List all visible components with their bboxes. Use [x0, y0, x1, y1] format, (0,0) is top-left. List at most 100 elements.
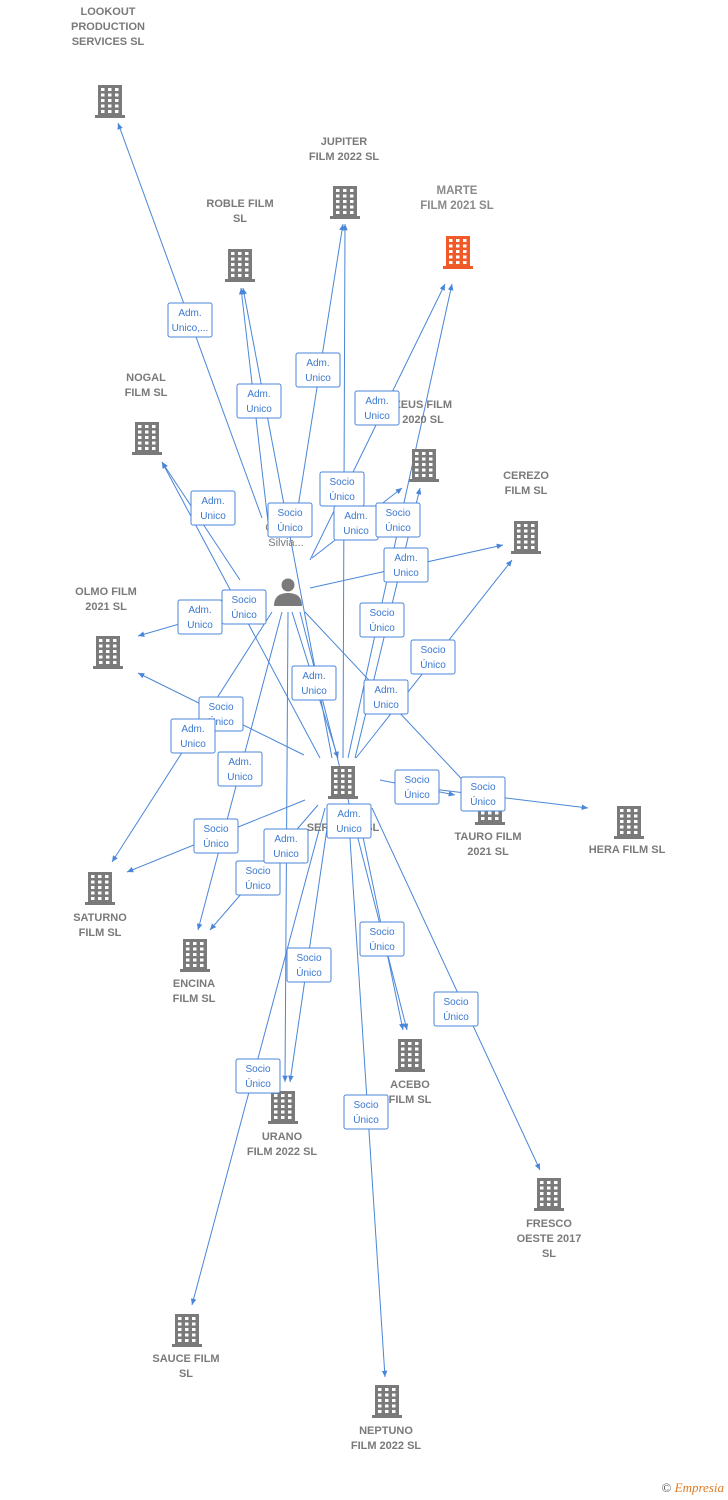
- edge-label-text: Unico: [343, 526, 369, 537]
- edge-label-text: Unico,...: [172, 323, 209, 334]
- edge-label-guzman-to-saturno[interactable]: Adm.Unico: [170, 718, 216, 754]
- company-node-jupiter-icon[interactable]: [330, 186, 360, 219]
- node-label-line: SERVICES SL: [72, 36, 145, 48]
- node-label-line: URANO: [262, 1131, 303, 1143]
- company-node-hub-icon[interactable]: [328, 766, 358, 799]
- company-node-fresco-icon[interactable]: [534, 1178, 564, 1211]
- edge-label-guzman-to-acebo[interactable]: Adm.Unico: [326, 803, 372, 839]
- edge-label-guzman-to-zeus[interactable]: Adm. Unico: [333, 505, 379, 541]
- edge-label-text: Único: [369, 621, 395, 634]
- company-node-zeus-icon[interactable]: [409, 449, 439, 482]
- brand-logo: Empresia: [674, 1480, 724, 1495]
- edge-label-text: Único: [245, 1077, 271, 1090]
- node-label-line: Silvia...: [268, 537, 303, 549]
- company-node-roble-icon[interactable]: [225, 249, 255, 282]
- edge-label-text: Unico: [301, 686, 327, 697]
- edge-label-guzman-to-tauro[interactable]: Adm.Unico: [363, 679, 409, 715]
- company-node-neptuno-icon[interactable]: [372, 1385, 402, 1418]
- company-node-nogal-icon[interactable]: [132, 422, 162, 455]
- edge-label-guzman-to-cerezo[interactable]: Adm.Unico: [383, 547, 429, 583]
- company-node-lookout-icon[interactable]: [95, 85, 125, 118]
- edge-label-guzman-to-jupiter[interactable]: Adm.Unico: [295, 352, 341, 388]
- edge-label-text: Socio: [353, 1100, 378, 1111]
- edge-label-text: Socio: [404, 775, 429, 786]
- edge-label-text: Socio: [329, 477, 354, 488]
- edge-label-text: Unico: [200, 511, 226, 522]
- footer-credit: © Empresia: [662, 1480, 725, 1496]
- edge-hub-to-sauce: [190, 807, 326, 1306]
- edge-label-text: Socio: [420, 645, 445, 656]
- company-node-urano-icon[interactable]: [268, 1091, 298, 1124]
- edge-label-guzman-to-lookout[interactable]: Adm.Unico,...: [167, 302, 213, 338]
- company-node-olmo-icon[interactable]: [93, 636, 123, 669]
- company-node-cerezo-icon[interactable]: [511, 521, 541, 554]
- edge-label-guzman-to-encina[interactable]: Adm.Unico: [217, 751, 263, 787]
- node-label-line: ENCINA: [173, 978, 215, 990]
- company-node-hera-icon[interactable]: [614, 806, 644, 839]
- node-label-line: FILM 2022 SL: [309, 151, 380, 163]
- edge-label-text: Adm.: [306, 358, 329, 369]
- node-label-line: TAURO FILM: [454, 831, 521, 843]
- edge-label-text: Adm.: [344, 511, 367, 522]
- edge-label-text: Socio: [369, 608, 394, 619]
- edge-label-text: Socio: [203, 824, 228, 835]
- edge-hub-to-acebo: [356, 807, 405, 1031]
- node-label-line: ROBLE FILM: [206, 198, 273, 210]
- node-label-line: ACEBO: [390, 1079, 430, 1091]
- node-label-line: PRODUCTION: [71, 21, 145, 33]
- node-label-line: FILM SL: [125, 387, 168, 399]
- edge-label-text: Único: [470, 795, 496, 808]
- edge-label-text: Socio: [208, 702, 233, 713]
- edge-label-text: Único: [296, 966, 322, 979]
- edge-labels-layer: Adm.Unico,...Adm.UnicoSocioÚnicoAdm.Unic…: [167, 302, 506, 1130]
- edge-label-guzman-to-olmo[interactable]: Adm.Unico: [177, 599, 223, 635]
- company-node-sauce-icon[interactable]: [172, 1314, 202, 1347]
- node-label-line: FILM SL: [173, 993, 216, 1005]
- edge-label-text: Adm.: [188, 605, 211, 616]
- company-node-acebo-icon[interactable]: [395, 1039, 425, 1072]
- edge-label-guzman-to-marte[interactable]: Adm.Unico: [354, 390, 400, 426]
- edge-label-guzman-to-nogal[interactable]: Adm.Unico: [190, 490, 236, 526]
- edge-label-text: Adm.: [337, 809, 360, 820]
- edge-label-guzman-to-urano[interactable]: Adm.Unico: [263, 828, 309, 864]
- company-node-encina-icon[interactable]: [180, 939, 210, 972]
- company-node-marte-icon[interactable]: [443, 236, 473, 269]
- person-icon[interactable]: [274, 578, 302, 607]
- edge-label-text: Adm.: [247, 389, 270, 400]
- node-label-line: OESTE 2017: [517, 1233, 582, 1245]
- node-label-line: CEREZO: [503, 470, 549, 482]
- edge-label-text: Socio: [245, 866, 270, 877]
- edge-label-guzman-to-roble[interactable]: Adm.Unico: [236, 383, 282, 419]
- edge-label-text: Socio: [277, 508, 302, 519]
- edge-hub-to-fresco: [371, 807, 541, 1171]
- edge-label-text: Adm.: [365, 396, 388, 407]
- edge-label-text: Único: [203, 837, 229, 850]
- edge-label-text: Único: [231, 608, 257, 621]
- company-node-saturno-icon[interactable]: [85, 872, 115, 905]
- edge-label-guzman-to-hub[interactable]: Adm.Unico: [291, 665, 337, 701]
- edge-label-text: Adm.: [181, 724, 204, 735]
- node-label-line: FRESCO: [526, 1218, 572, 1230]
- edge-label-text: Único: [245, 879, 271, 892]
